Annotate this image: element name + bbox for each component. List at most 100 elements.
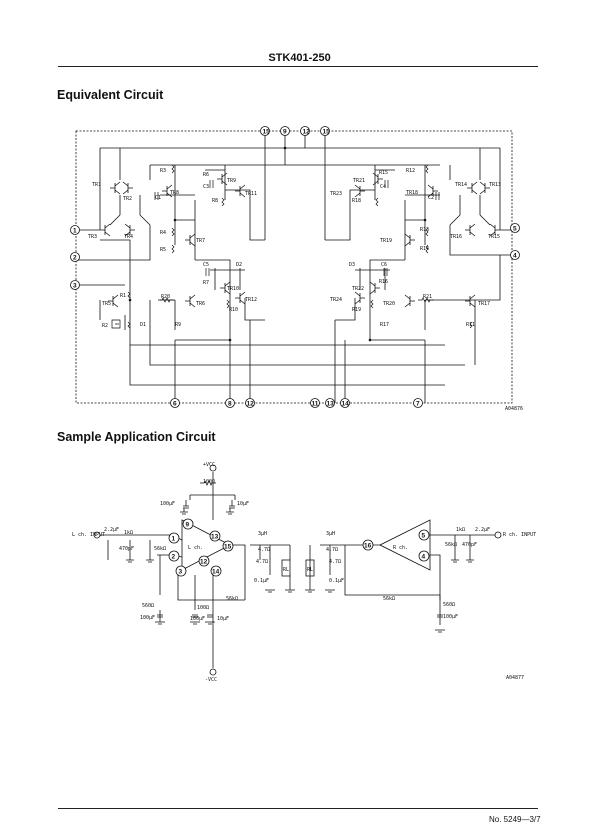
- transistor-label: TR5: [102, 301, 111, 307]
- right-amp-triangle: [379, 519, 431, 571]
- value-label: 4.7Ω: [326, 547, 338, 553]
- resistor-label: R15: [379, 170, 388, 176]
- value-label: 470pF: [462, 542, 477, 548]
- value-label: 100μF: [190, 616, 205, 622]
- value-label: 56kΩ: [445, 542, 457, 548]
- value-label: 100μF: [140, 615, 155, 621]
- value-label: 100μF: [160, 501, 175, 507]
- resistor-label: R3: [160, 168, 166, 174]
- value-label: 100Ω: [197, 605, 209, 611]
- capacitor-label: C2: [428, 195, 434, 201]
- resistor-label: R19: [352, 307, 361, 313]
- transistor-label: TR3: [88, 234, 97, 240]
- transistor-label: TR11: [245, 191, 257, 197]
- resistor-label: R21: [423, 294, 432, 300]
- equivalent-circuit-title: Equivalent Circuit: [57, 88, 164, 102]
- capacitor-label: C1: [155, 195, 161, 201]
- value-label: 10μF: [217, 616, 229, 622]
- transistor-label: TR22: [352, 286, 364, 292]
- bottom-pin-label: 13: [327, 401, 335, 408]
- value-label: 1kΩ: [124, 530, 133, 536]
- app-pin-label: 4: [422, 554, 426, 561]
- right-pin-label: 4: [513, 253, 517, 260]
- resistor-label: R5: [160, 247, 166, 253]
- resistor-label: R8: [212, 198, 218, 204]
- bottom-pin-label: 11: [312, 401, 319, 408]
- capacitor-label: C3: [203, 184, 209, 190]
- diode-label: D1: [140, 322, 146, 328]
- right-amp-label: R ch.: [393, 545, 408, 551]
- resistor-label: R7: [203, 280, 209, 286]
- app-pin-label: 1: [172, 536, 176, 543]
- transistor-label: TR6: [196, 301, 205, 307]
- transistor-label: TR21: [353, 178, 365, 184]
- transistor-label: TR20: [383, 301, 395, 307]
- capacitor-label: C4: [380, 184, 386, 190]
- transistor-label: TR18: [406, 190, 418, 196]
- value-label: 560Ω: [142, 603, 154, 609]
- resistor-label: R9: [175, 322, 181, 328]
- left-input-label: L ch. INPUT: [72, 532, 105, 538]
- transistor-label: TR8: [170, 190, 179, 196]
- app-pin-label: 2: [172, 554, 176, 561]
- resistor-label: R1: [120, 293, 126, 299]
- right-pin-label: 5: [513, 226, 517, 233]
- transistor-label: TR9: [227, 178, 236, 184]
- transistor-label: TR17: [478, 301, 490, 307]
- resistor-label: R10: [229, 307, 238, 313]
- resistor-label: R2: [102, 323, 108, 329]
- package-outline: [75, 130, 513, 404]
- footer-rule: [58, 808, 538, 809]
- left-pin-label: 3: [73, 283, 77, 290]
- value-label: 1kΩ: [456, 527, 465, 533]
- vcc-negative-label: -VCC: [205, 677, 217, 683]
- value-label: 470pF: [119, 546, 134, 552]
- resistor-label: R20: [161, 294, 170, 300]
- diode-label: D2: [236, 262, 242, 268]
- top-pin-label: 15: [323, 129, 331, 136]
- capacitor-label: C6: [381, 262, 387, 268]
- transistor-label: TR10: [227, 286, 239, 292]
- bottom-pin-label: 12: [247, 401, 255, 408]
- bottom-pin-label: 6: [173, 401, 177, 408]
- value-label: 56kΩ: [154, 546, 166, 552]
- top-pin-label: 12: [303, 129, 311, 136]
- value-label: 100μF: [443, 614, 458, 620]
- resistor-label: R6: [203, 172, 209, 178]
- resistor-label: R13: [420, 227, 429, 233]
- transistor-label: TR13: [489, 182, 501, 188]
- value-label: RL: [283, 567, 289, 573]
- app-pin-label: 16: [364, 543, 372, 550]
- bottom-pin-label: 14: [342, 401, 350, 408]
- app-pin-label: 5: [422, 533, 426, 540]
- value-label: 0.1μF: [254, 578, 269, 584]
- transistor-label: TR1: [92, 182, 101, 188]
- diode-label: D3: [349, 262, 355, 268]
- value-label: 3μH: [258, 531, 267, 537]
- app-pin-label: 12: [200, 559, 208, 566]
- top-pin-label: 15: [263, 129, 271, 136]
- value-label: 10μF: [237, 501, 249, 507]
- value-label: 56kΩ: [383, 596, 395, 602]
- doc-number: No. 5249—3/7: [489, 815, 541, 824]
- value-label: 4.7Ω: [258, 547, 270, 553]
- resistor-label: R14: [420, 246, 429, 252]
- left-pin-label: 1: [73, 228, 77, 235]
- resistor-label: R12: [406, 168, 415, 174]
- transistor-label: TR16: [450, 234, 462, 240]
- transistor-label: TR19: [380, 238, 392, 244]
- value-label: 4.7Ω: [329, 559, 341, 565]
- resistor-label: R18: [352, 198, 361, 204]
- transistor-label: TR15: [488, 234, 500, 240]
- value-label: 560Ω: [443, 602, 455, 608]
- bottom-pin-label: 7: [416, 401, 420, 408]
- transistor-label: TR14: [455, 182, 467, 188]
- left-amp-label: L ch.: [188, 545, 203, 551]
- left-pin-label: 2: [73, 255, 77, 262]
- transistor-label: TR12: [245, 297, 257, 303]
- value-label: 100Ω: [203, 479, 215, 485]
- app-pin-label: 15: [224, 544, 232, 551]
- transistor-label: TR4: [124, 234, 133, 240]
